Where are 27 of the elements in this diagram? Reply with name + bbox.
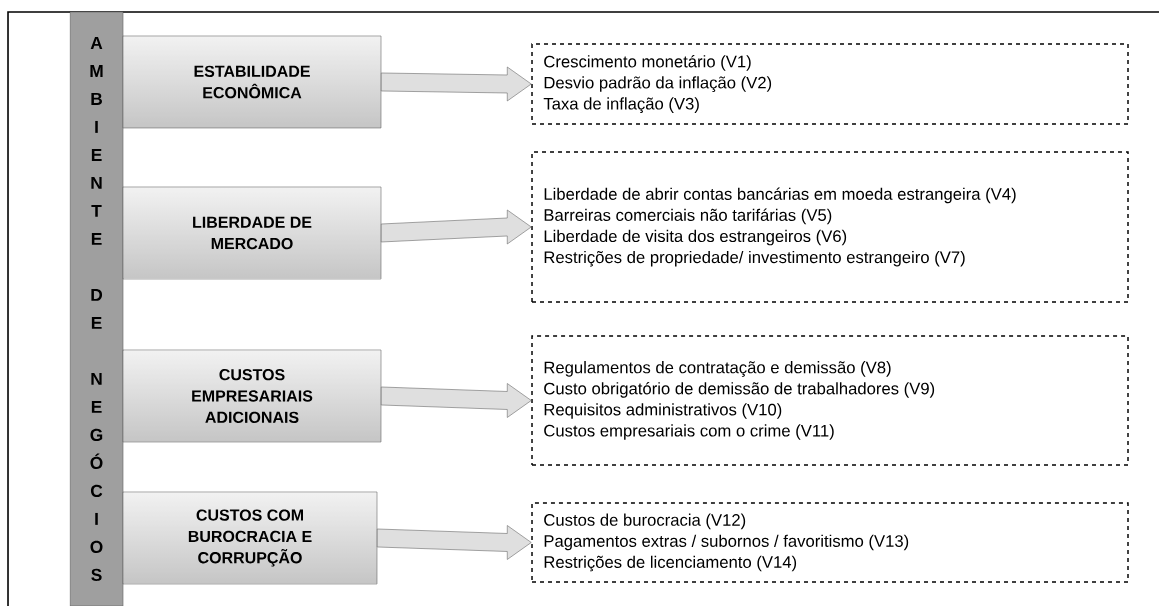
dashed-box <box>531 151 1129 303</box>
block-arrow <box>381 66 532 102</box>
list-item: Crescimento monetário (V1) <box>544 55 751 71</box>
block-arrow <box>381 383 532 418</box>
list-item: Desvio padrão da inflação (V2) <box>544 76 772 92</box>
list-item: Restrições de propriedade/ investimento estrangeiro (V7) <box>544 250 965 267</box>
dashed-box <box>531 43 1129 125</box>
vertical-bar: AMBIENTE DE NEGÓCIOS <box>69 11 124 606</box>
dashed-box <box>531 502 1129 583</box>
list-item: Regulamentos de contratação e demissão (V8) <box>544 361 891 377</box>
block-arrow <box>377 525 532 560</box>
category-box: LIBERDADE DE MERCADO <box>122 186 382 280</box>
list-item: Taxa de inflação (V3) <box>543 97 699 113</box>
list-item: Custos de burocracia (V12) <box>544 513 746 530</box>
category-box: CUSTOS EMPRESARIAIS ADICIONAIS <box>122 349 382 443</box>
dashed-box <box>531 335 1129 466</box>
block-arrow <box>381 209 532 245</box>
list-item: Custo obrigatório de demissão de trabalhadores (V9) <box>544 382 935 398</box>
list-item: Custos empresariais com o crime (V11) <box>544 424 834 440</box>
list-item: Barreiras comerciais não tarifárias (V5) <box>544 208 832 225</box>
category-box: ESTABILIDADE ECONÔMICA <box>122 35 382 129</box>
list-item: Restrições de licenciamento (V14) <box>544 555 797 572</box>
category-box: CUSTOS COM BUROCRACIA E CORRUPÇÃO <box>122 491 378 585</box>
list-item: Liberdade de visita dos estrangeiros (V6) <box>544 229 847 246</box>
list-item: Liberdade de abrir contas bancárias em moeda estrangeira (V4) <box>544 187 1016 204</box>
list-item: Requisitos administrativos (V10) <box>544 403 782 419</box>
list-item: Pagamentos extras / subornos / favoritismo (V13) <box>544 534 909 551</box>
